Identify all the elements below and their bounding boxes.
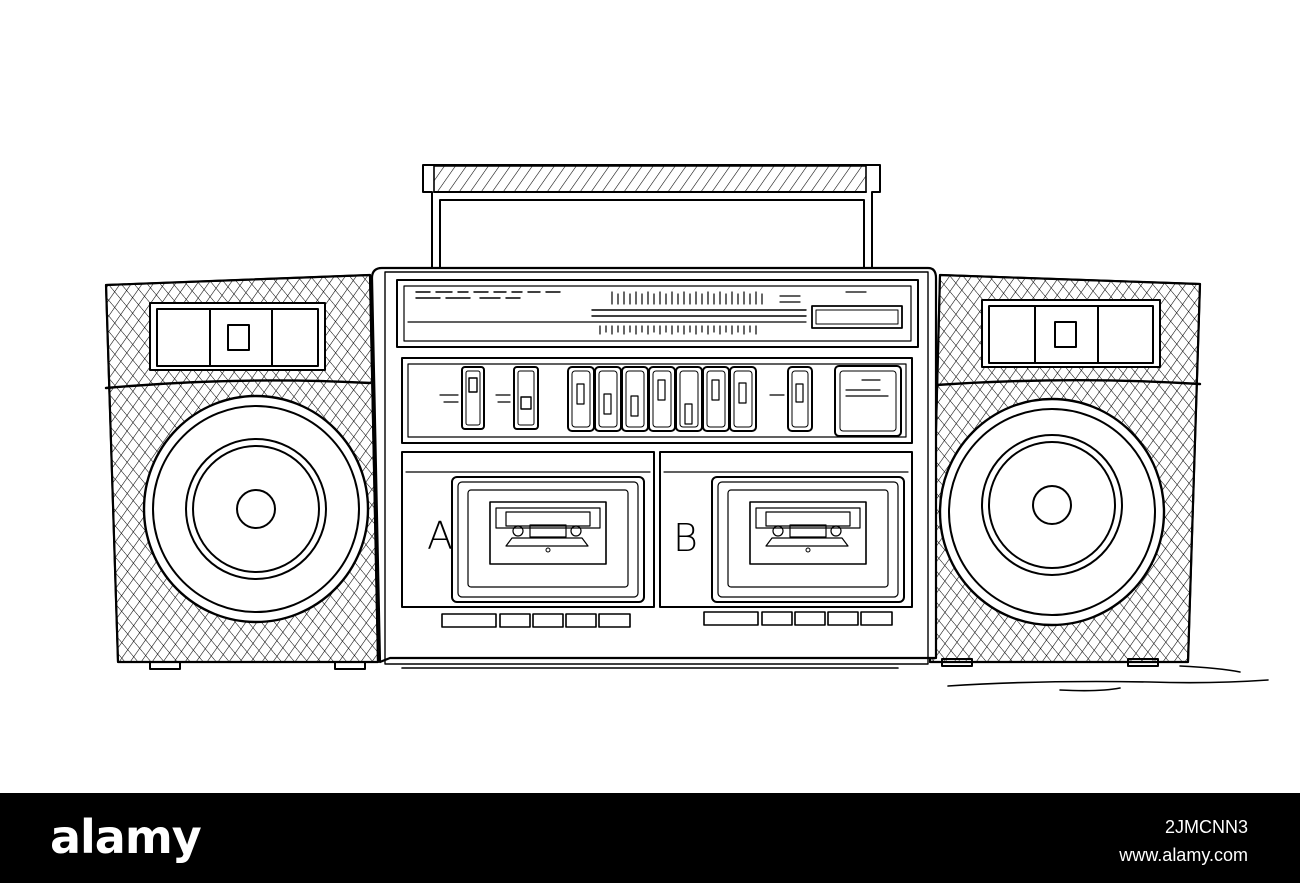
cassette-deck-b	[659, 451, 913, 626]
stock-image-id: 2JMCNN3	[1164, 817, 1248, 837]
watermark-footer: alamy 2JMCNN3 www.alamy.com	[0, 793, 1300, 883]
tuning-scale	[599, 291, 867, 335]
carry-handle	[422, 164, 881, 273]
boombox-illustration: A B	[104, 164, 1269, 692]
control-panel	[401, 357, 913, 444]
stock-site-url: www.alamy.com	[1119, 845, 1248, 865]
left-speaker	[104, 273, 380, 670]
deck-a-label: A	[427, 514, 453, 558]
deck-a-transport-buttons	[441, 613, 631, 628]
cassette-tape-a	[489, 501, 607, 565]
floor-shadow-line	[947, 665, 1269, 692]
cassette-deck-a	[401, 451, 655, 628]
right-speaker	[928, 273, 1202, 667]
function-switch-bank	[567, 366, 757, 432]
deck-b-transport-buttons	[703, 611, 893, 626]
tuner-panel	[396, 279, 919, 348]
deck-b-label: B	[673, 516, 698, 560]
alamy-logo: alamy	[50, 810, 202, 864]
cassette-tape-b	[749, 501, 867, 565]
